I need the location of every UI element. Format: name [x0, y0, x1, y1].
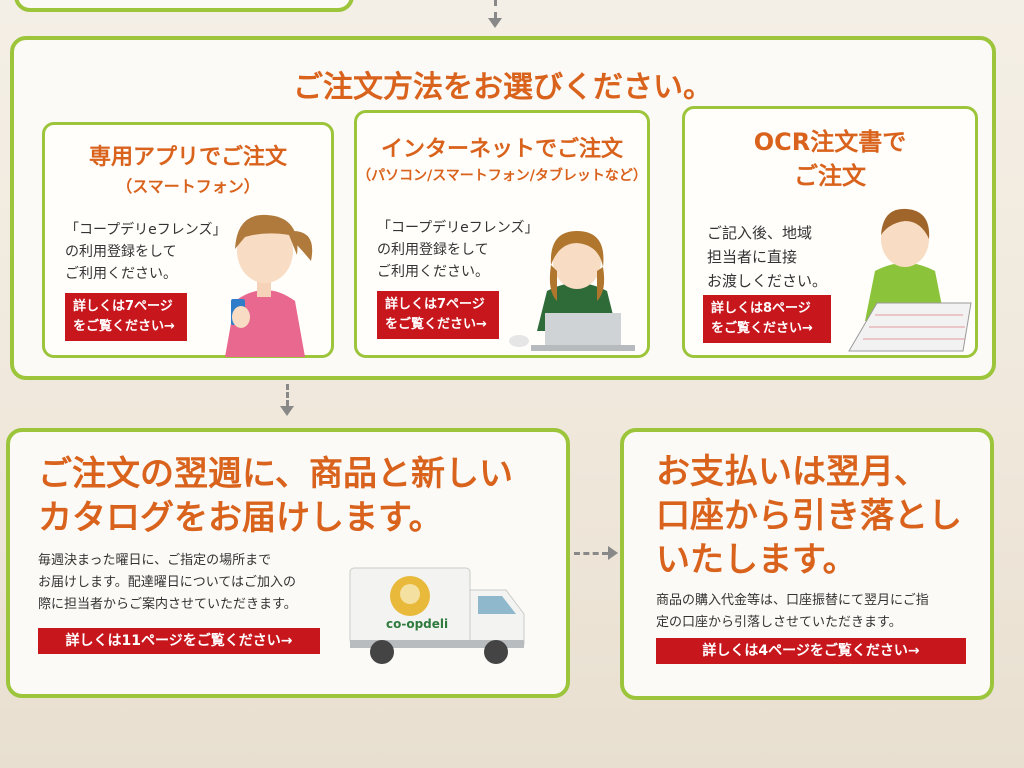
truck-logo-text: co-opdeli: [386, 617, 448, 631]
option-card-ocr: OCR注文書でご注文 ご記入後、地域担当者に直接お渡しください。 詳しくは8ペー…: [682, 106, 978, 358]
delivery-heading: ご注文の翌週に、商品と新しいカタログをお届けします。: [38, 454, 513, 538]
arrow-right: [574, 552, 608, 555]
section-title: ご注文方法をお選びください。: [293, 70, 713, 105]
option-card-app: 専用アプリでご注文 （スマートフォン） 「コープデリeフレンズ」の利用登録をして…: [42, 122, 334, 358]
delivery-page-link[interactable]: 詳しくは11ページをご覧ください→: [38, 628, 320, 654]
previous-step-box: [14, 0, 354, 12]
woman-smartphone-illustration: [225, 214, 313, 357]
delivery-body: 毎週決まった曜日に、ご指定の場所までお届けします。配達曜日についてはご加入の際に…: [38, 553, 297, 612]
payment-body: 商品の購入代金等は、口座振替にて翌月にご指定の口座から引落しさせていただきます。: [656, 593, 929, 630]
payment-box: お支払いは翌月、口座から引き落としいたします。 商品の購入代金等は、口座振替にて…: [620, 428, 994, 700]
delivery-truck-illustration: co-opdeli: [349, 567, 525, 664]
man-order-form-illustration: [848, 208, 972, 352]
payment-page-link[interactable]: 詳しくは4ページをご覧ください→: [656, 638, 966, 664]
page-link-button[interactable]: 詳しくは7ページをご覧ください→: [65, 293, 187, 341]
payment-heading: お支払いは翌月、口座から引き落としいたします。: [656, 452, 962, 580]
arrow-head-right: [608, 546, 618, 560]
woman-laptop-illustration: [509, 231, 635, 351]
option-body: 「コープデリeフレンズ」の利用登録をしてご利用ください。: [377, 220, 539, 280]
option-card-internet: インターネットでご注文 （パソコン/スマートフォン/タブレットなど） 「コープデ…: [354, 110, 650, 358]
option-body: 「コープデリeフレンズ」の利用登録をしてご利用ください。: [65, 222, 227, 282]
option-title: 専用アプリでご注文: [88, 145, 287, 170]
order-methods-frame: ご注文方法をお選びください。 専用アプリでご注文 （スマートフォン） 「コープデ…: [10, 36, 996, 380]
page-link-button[interactable]: 詳しくは8ページをご覧ください→: [703, 295, 831, 343]
page-link-button[interactable]: 詳しくは7ページをご覧ください→: [377, 291, 499, 339]
option-subtitle: （スマートフォン）: [116, 177, 260, 196]
delivery-box: ご注文の翌週に、商品と新しいカタログをお届けします。 毎週決まった曜日に、ご指定…: [6, 428, 570, 698]
option-title: インターネットでご注文: [380, 137, 623, 162]
option-body: ご記入後、地域担当者に直接お渡しください。: [707, 224, 828, 290]
arrow-head-top: [488, 18, 502, 28]
arrow-down-top: [494, 0, 497, 18]
arrow-down-middle: [286, 384, 289, 406]
arrow-head-middle: [280, 406, 294, 416]
option-title: OCR注文書でご注文: [753, 128, 907, 190]
option-subtitle: （パソコン/スマートフォン/タブレットなど）: [357, 168, 647, 184]
